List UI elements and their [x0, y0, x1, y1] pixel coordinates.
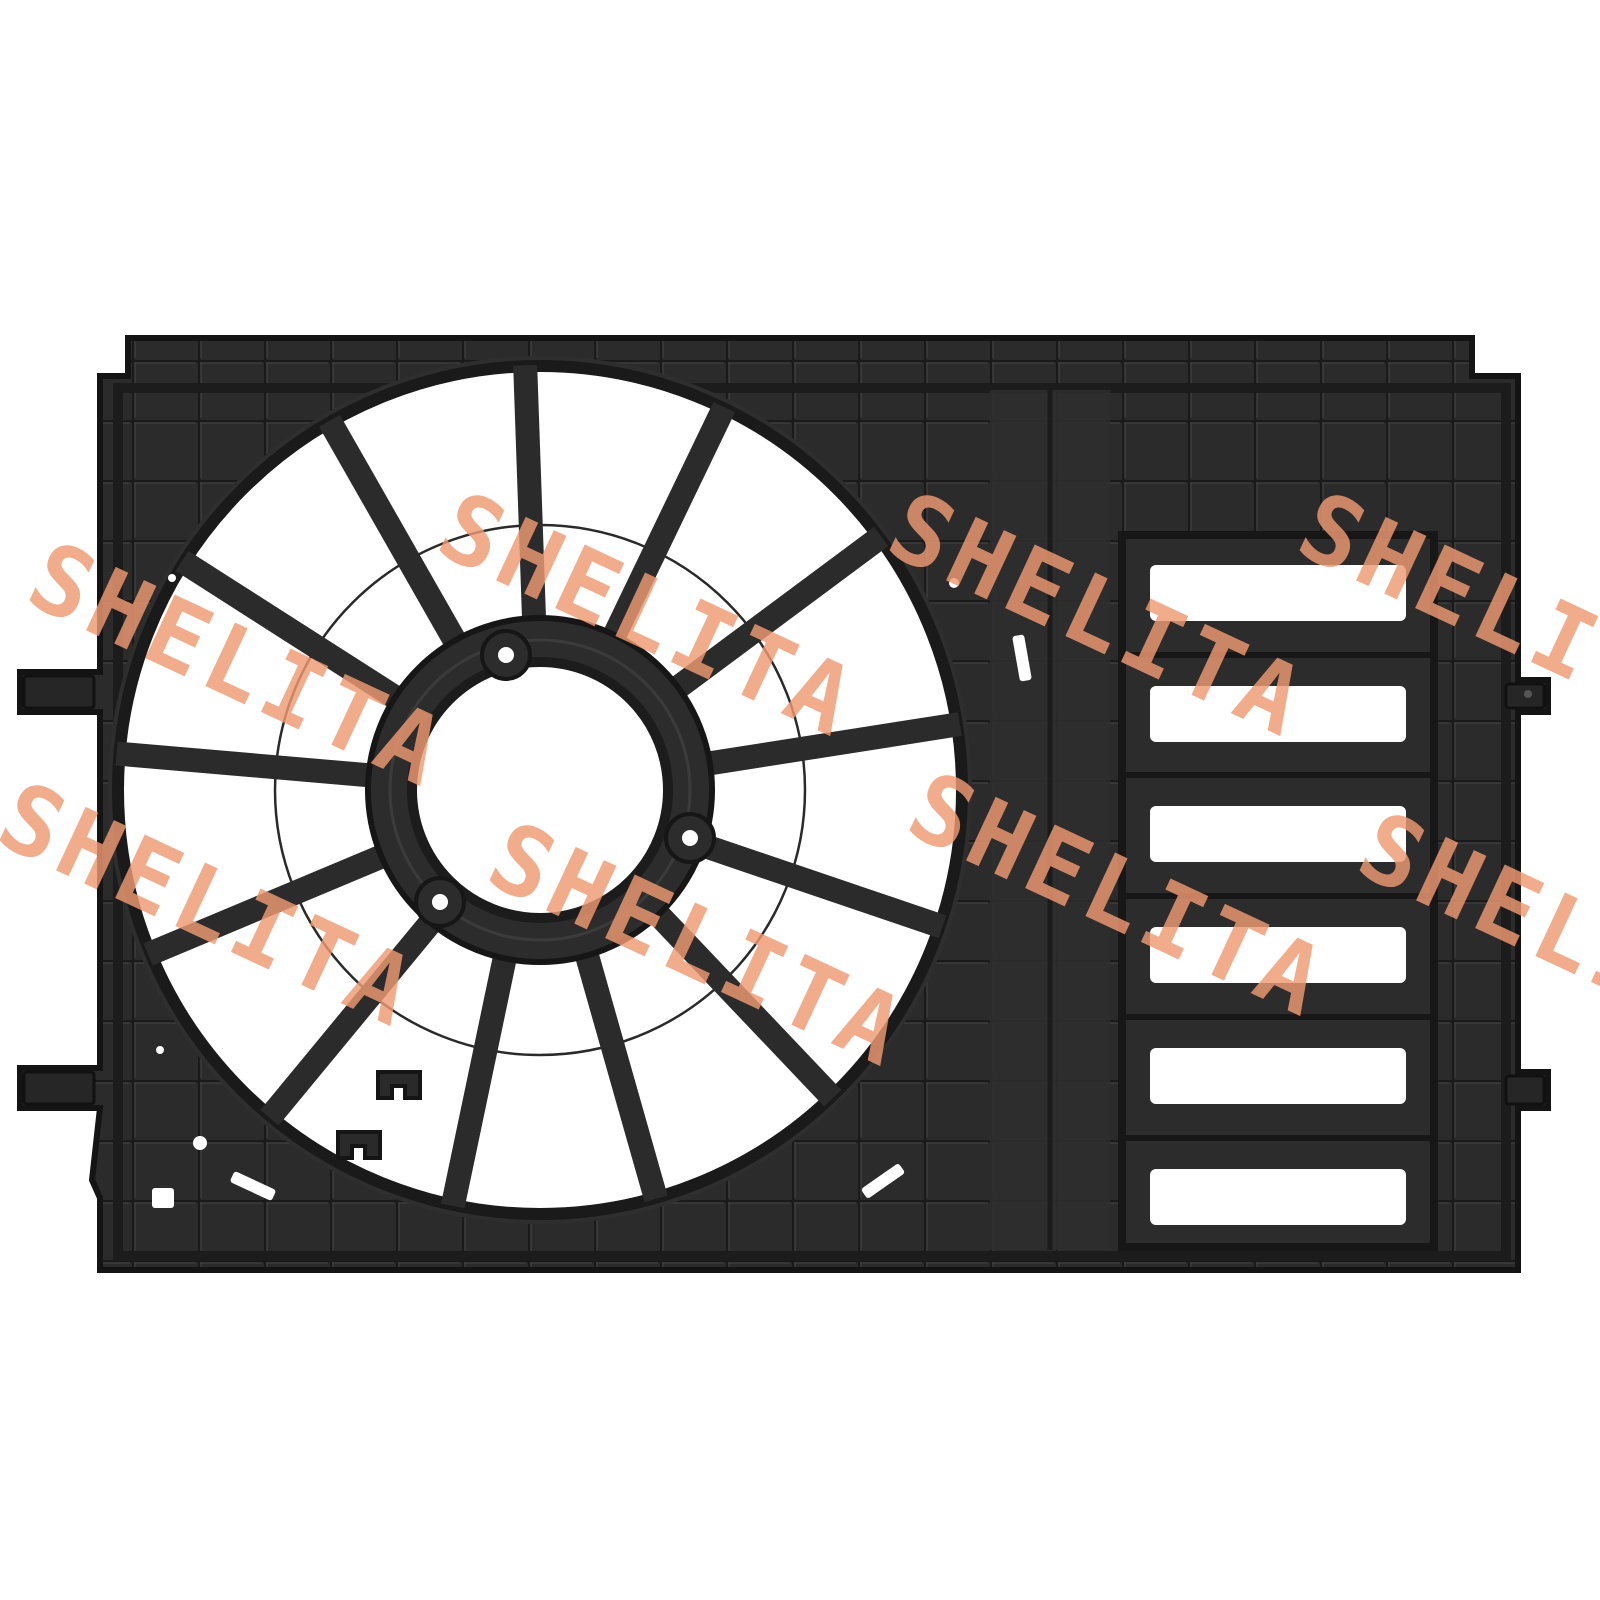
- fan-ring: [110, 358, 970, 1222]
- fan-spoke: [319, 414, 467, 649]
- fan-spoke: [706, 712, 962, 776]
- fan-spoke: [441, 953, 517, 1209]
- fan-spoke: [602, 401, 736, 643]
- fan-spoke: [648, 904, 842, 1107]
- fan-spoke: [574, 950, 668, 1203]
- fan-spoke: [143, 844, 388, 966]
- mounting-tabs: [22, 674, 1546, 1106]
- fan-hub: [365, 615, 716, 965]
- fan-spokes: [115, 364, 962, 1209]
- fan-spoke: [115, 741, 372, 788]
- fan-spoke: [697, 833, 947, 939]
- fan-spoke: [513, 364, 547, 621]
- fan-spoke: [669, 526, 889, 699]
- fan-spoke: [175, 550, 404, 709]
- fan-spoke: [260, 913, 442, 1126]
- wire-clips: [336, 1070, 422, 1160]
